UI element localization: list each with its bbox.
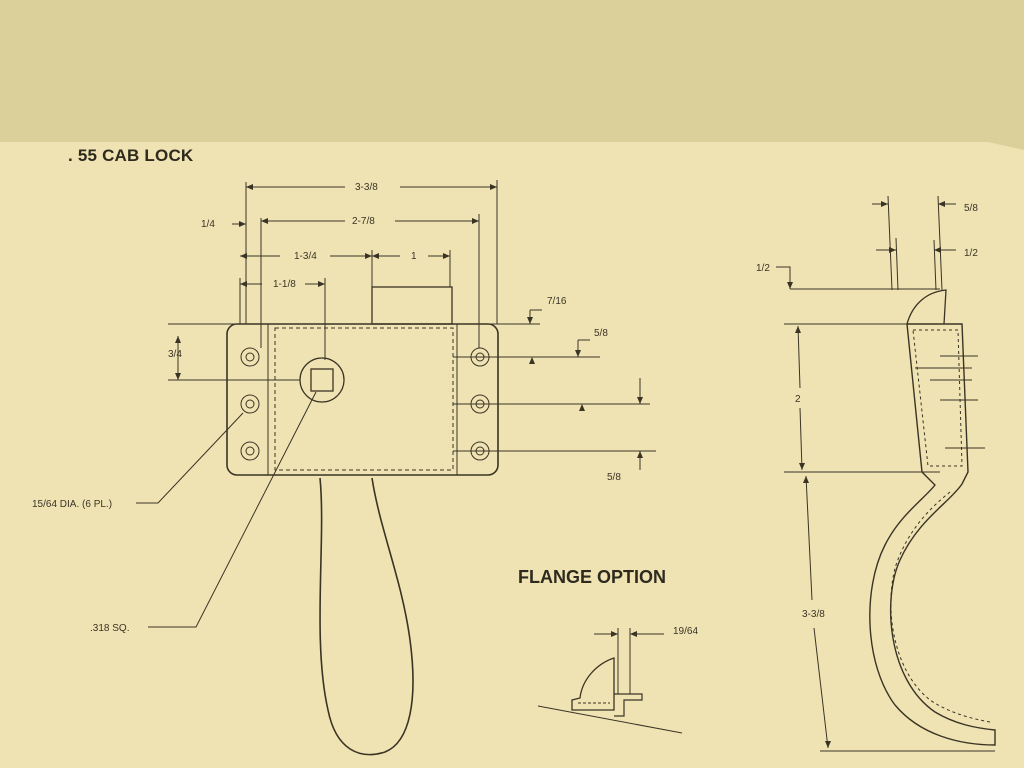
flange-lip [614, 693, 643, 717]
dim-overall-width: 3-3/8 [355, 182, 378, 193]
lock-handle [319, 477, 414, 756]
dim-width-outer: 5/8 [964, 203, 978, 214]
spindle-square [310, 368, 334, 392]
callout-spindle: .318 SQ. [90, 623, 129, 634]
dimension-arrows [175, 184, 945, 748]
dim-body-height: 2 [795, 394, 801, 405]
paper-sheet [0, 142, 1024, 768]
dim-bolt-width: 1 [411, 251, 417, 262]
side-view-cap [906, 289, 947, 325]
flange-surface [537, 705, 683, 734]
dim-bolt-height: 7/16 [547, 296, 567, 307]
dim-hole-spacing-top: 5/8 [594, 328, 608, 339]
dim-hole-span: 2-7/8 [352, 216, 375, 227]
flange-option-title: FLANGE OPTION [518, 567, 666, 587]
dim-to-bolt: 1-3/4 [294, 251, 317, 262]
drawing-title: . 55 CAB LOCK [68, 146, 194, 165]
side-view-inner [890, 329, 991, 723]
lock-body-inner [274, 327, 454, 471]
dim-width-inner: 1/2 [964, 248, 978, 259]
callout-holes: 15/64 DIA. (6 PL.) [32, 499, 112, 510]
dim-spindle-height: 3/4 [168, 349, 182, 360]
flange-part [571, 657, 615, 711]
spindle-leader [148, 391, 317, 628]
dim-top-offset: 1/2 [756, 263, 770, 274]
dim-edge-offset: 1/4 [201, 219, 215, 230]
dim-hole-spacing-bottom: 5/8 [607, 472, 621, 483]
dim-flange-width: 19/64 [673, 626, 698, 637]
dim-handle-height: 3-3/8 [802, 609, 825, 620]
side-view-outline [869, 323, 996, 746]
holes-leader [136, 412, 244, 504]
dim-to-spindle: 1-1/8 [273, 279, 296, 290]
